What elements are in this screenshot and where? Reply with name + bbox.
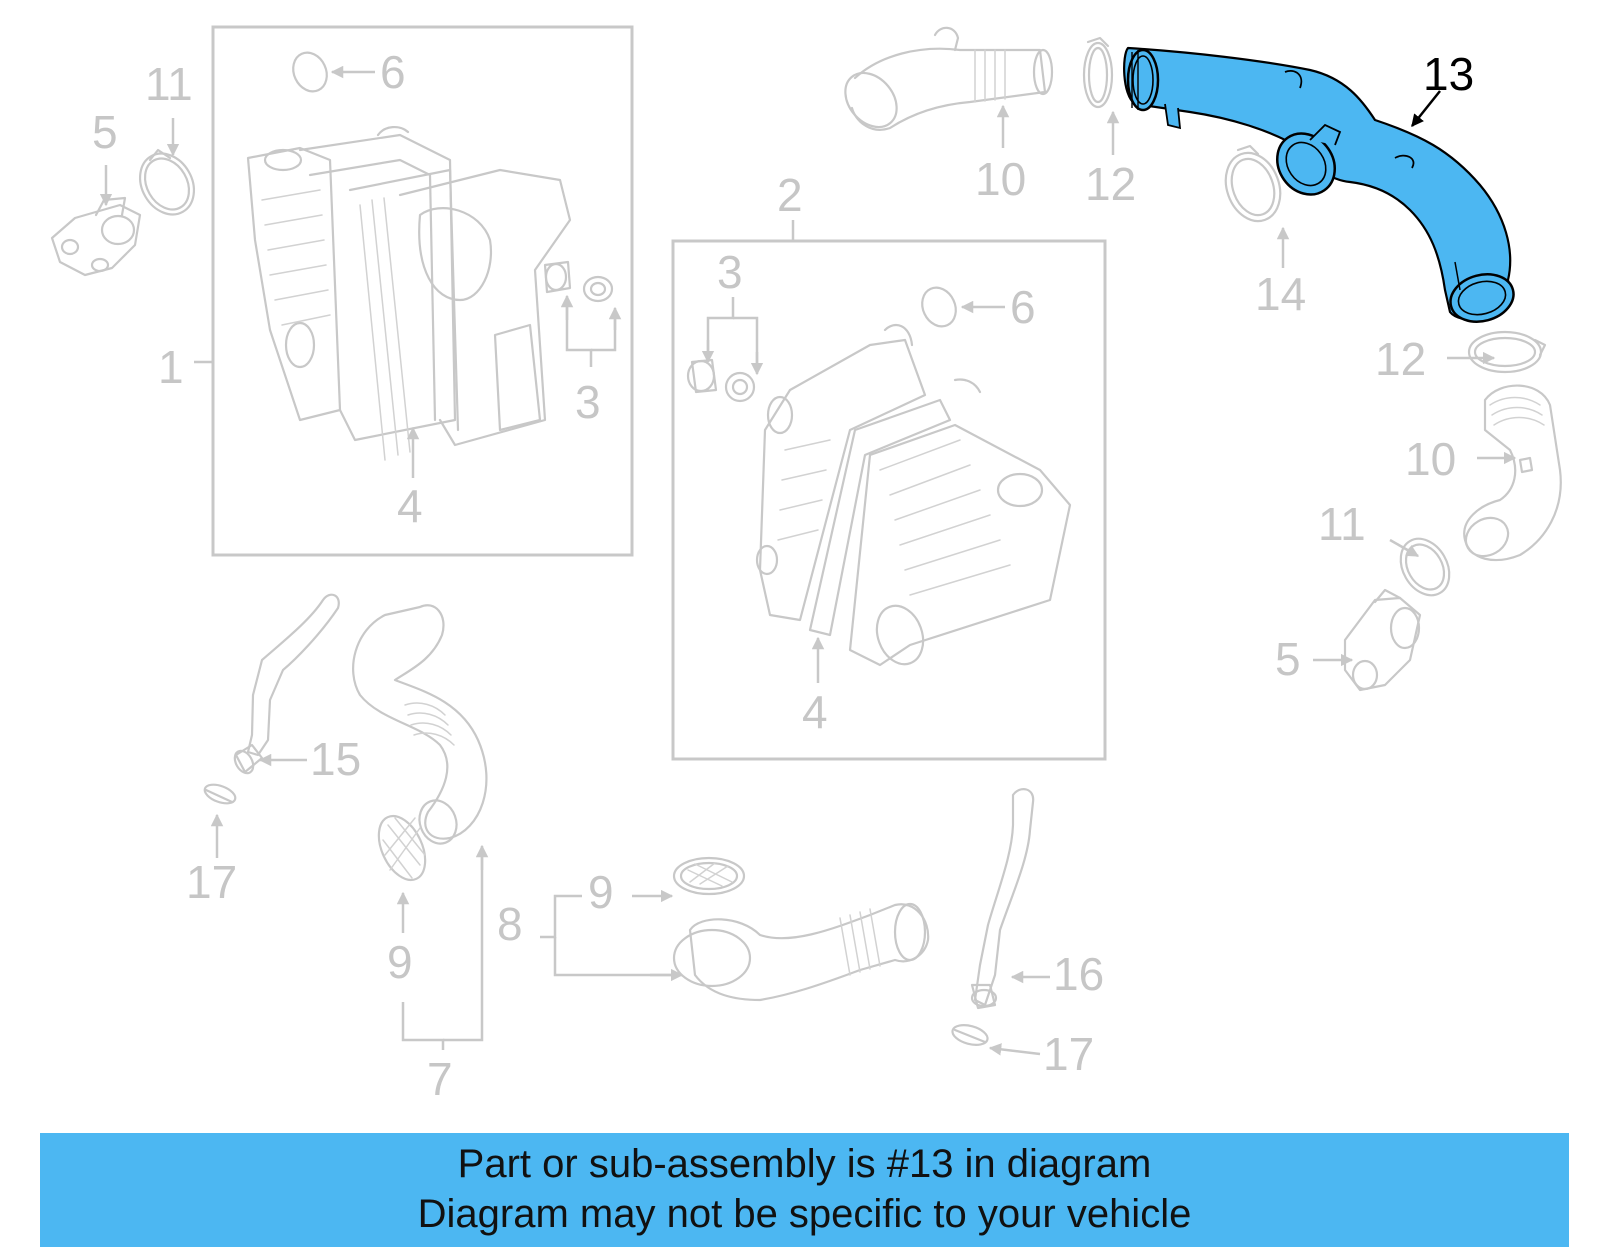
banner-line-part: Part or sub-assembly is #13 in diagram [457,1142,1152,1186]
clamp-12-top [1082,36,1114,109]
mass-airflow-sensor-5-right [1343,588,1422,692]
callout-1: 1 [158,341,184,393]
callout-16: 16 [1053,948,1104,1000]
callout-3-right: 3 [717,246,743,298]
callout-7: 7 [427,1053,453,1105]
o-ring-6-left [292,51,328,93]
callout-17-right: 17 [1043,1028,1094,1080]
clamp-17-left [203,783,237,805]
callout-9-middle: 9 [588,866,614,918]
callout-4-right: 4 [802,686,828,738]
callout-13: 13 [1423,48,1474,100]
callout-11-right: 11 [1318,498,1366,550]
callout-11-left: 11 [145,58,193,110]
callout-5-right: 5 [1275,633,1301,685]
clamp-11-left [138,148,196,216]
callout-12-top: 12 [1085,158,1136,210]
clamp-17-right [951,1024,989,1046]
callout-8: 8 [497,898,523,950]
mass-airflow-sensor-5-left [50,196,142,277]
air-cleaner-assembly-right [755,323,1072,667]
o-ring-6-right [921,286,957,328]
intake-hose-8 [672,902,930,1002]
callout-6-left: 6 [380,46,406,98]
screen-9-left [377,814,427,882]
intake-hose-10-right [1463,384,1562,562]
callout-17-left: 17 [186,856,237,908]
intake-duct-13-highlighted [1123,46,1515,323]
clamp-14 [1224,144,1282,223]
callout-4-left: 4 [397,480,423,532]
callout-2: 2 [777,169,803,221]
intake-duct-7 [352,604,488,845]
callout-9-left: 9 [387,936,413,988]
callout-10-right: 10 [1405,433,1456,485]
callout-15: 15 [310,733,361,785]
callout-6-right: 6 [1010,281,1036,333]
info-banner: Part or sub-assembly is #13 in diagram D… [40,1133,1569,1247]
clamp-12-right [1467,330,1547,374]
clamp-11-right [1399,537,1451,597]
grommets-3-left [543,260,614,303]
banner-line-disclaimer: Diagram may not be specific to your vehi… [417,1192,1192,1236]
callout-3-left: 3 [575,376,601,428]
leader-lines [99,65,1517,1056]
assembly-box-1 [211,25,634,557]
assembly-box-2 [671,239,1107,761]
intake-hose-10-top [844,26,1054,131]
callout-12-right: 12 [1375,333,1426,385]
grommets-3-right [686,358,756,403]
callout-14: 14 [1255,268,1306,320]
callout-labels: 1 2 6 6 11 5 3 4 3 4 10 12 13 14 12 10 1… [92,46,1474,1105]
callout-5-left: 5 [92,106,118,158]
callout-10-top: 10 [975,153,1026,205]
screen-9-middle [672,856,746,896]
air-cleaner-assembly-left [246,126,572,461]
vent-hose-16 [970,788,1035,1010]
